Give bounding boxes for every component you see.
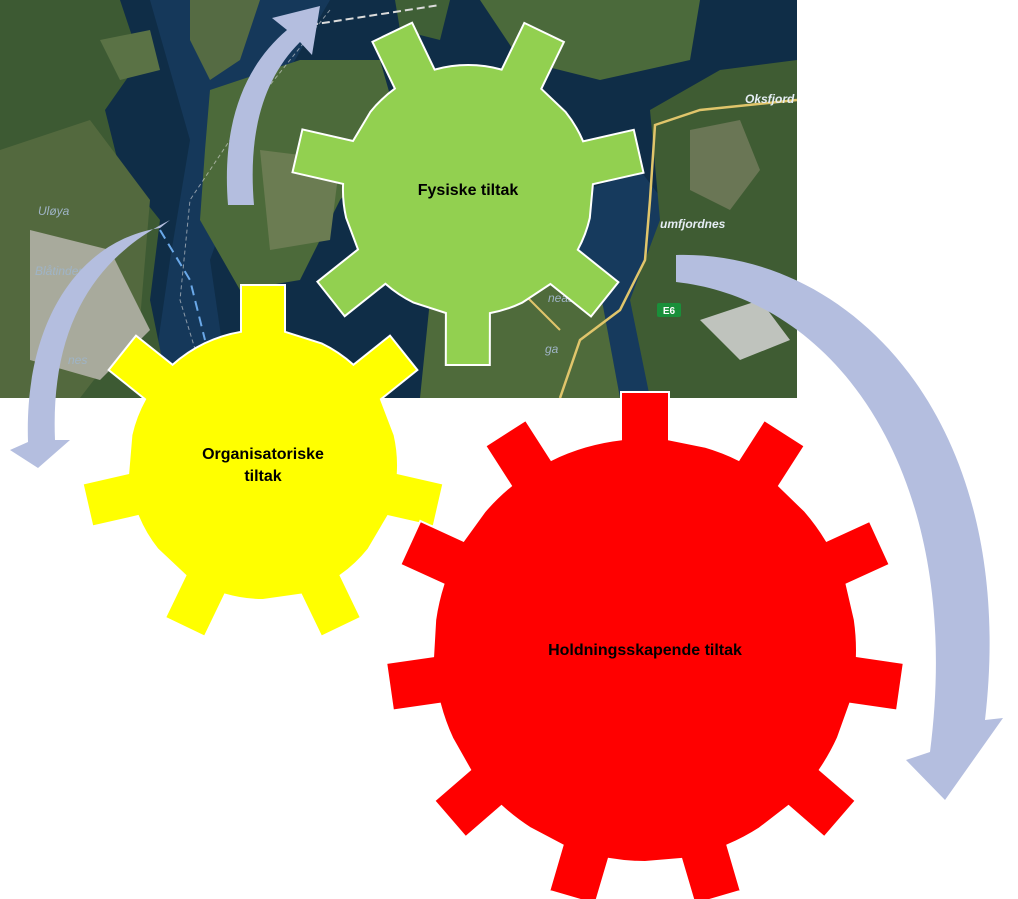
road-sign-e6: E6 [657, 303, 681, 317]
map-label-uloya: Uløya [38, 204, 70, 218]
gear-label: Fysiske tiltak [418, 182, 519, 199]
gear-shape [81, 284, 445, 639]
gear-shape [291, 21, 645, 366]
map-label-umfjordnes: umfjordnes [660, 217, 726, 231]
cycle-arrows [10, 6, 1003, 801]
map-label-ga: ga [545, 342, 559, 356]
arrow-down-left-icon [10, 220, 170, 468]
arrow-up-icon [226, 6, 320, 205]
map-label-nes: nes [68, 353, 87, 367]
gear-label: Organisatoriske [202, 446, 324, 463]
gear-label: tiltak [244, 468, 281, 485]
gear-organisatoriske-tiltak: Organisatoriske tiltak [81, 284, 445, 639]
gear-shape [385, 391, 905, 899]
map-label-blatinden: Blåtinden [35, 264, 85, 278]
svg-text:E6: E6 [663, 306, 676, 317]
map-label-oksfjord: Oksfjord [745, 92, 795, 106]
gear-holdningsskapende-tiltak: Holdningsskapende tiltak [385, 391, 905, 899]
gear-label: Holdningsskapende tiltak [548, 642, 742, 659]
gear-fysiske-tiltak: Fysiske tiltak [291, 21, 645, 366]
arrow-down-right-icon [676, 254, 1003, 801]
